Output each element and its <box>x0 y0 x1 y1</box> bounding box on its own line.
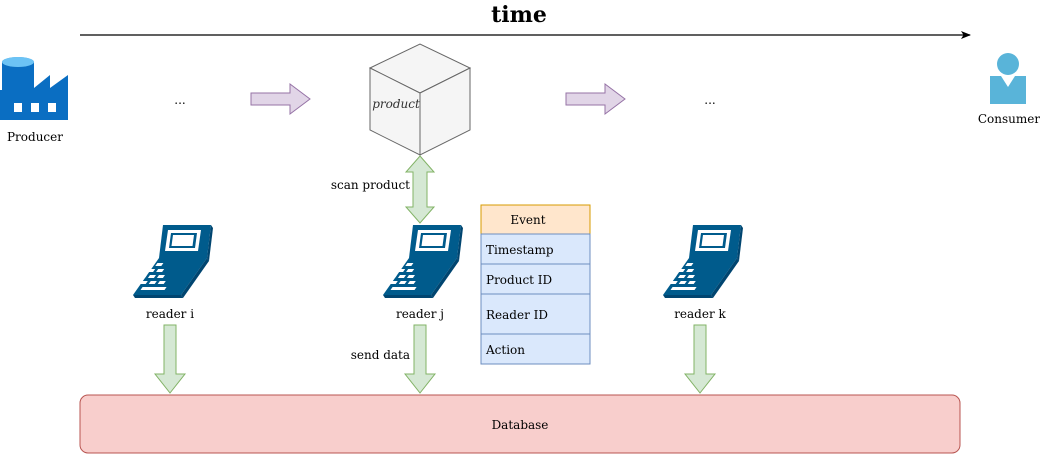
reader-j-send-arrow <box>403 324 437 394</box>
database-label: Database <box>492 418 549 432</box>
event-table <box>480 204 591 365</box>
reader-j-label: reader j <box>396 307 444 321</box>
event-field-reader-id: Reader ID <box>486 308 548 322</box>
producer-label: Producer <box>7 130 63 144</box>
flow-arrow-left <box>250 83 311 115</box>
right-ellipsis: ... <box>704 93 715 107</box>
factory-icon <box>0 57 68 120</box>
event-field-product-id: Product ID <box>486 273 552 287</box>
user-icon <box>990 53 1026 104</box>
reader-i-label: reader i <box>146 307 194 321</box>
product-label: product <box>372 97 420 111</box>
left-ellipsis: ... <box>174 93 185 107</box>
scan-product-label: scan product <box>331 178 410 192</box>
consumer-label: Consumer <box>978 112 1040 126</box>
flow-arrow-right <box>565 83 626 115</box>
reader-k-label: reader k <box>674 307 726 321</box>
event-field-timestamp: Timestamp <box>486 243 554 257</box>
database-box <box>79 394 961 454</box>
scan-double-arrow <box>404 155 436 224</box>
reader-i-send-arrow <box>153 324 187 394</box>
time-title: time <box>491 2 547 28</box>
event-field-action: Action <box>485 343 525 357</box>
handheld-scanner-icon <box>383 225 463 298</box>
product-cube <box>368 43 472 156</box>
reader-k-send-arrow <box>683 324 717 394</box>
handheld-scanner-icon <box>133 225 213 298</box>
event-header: Event <box>510 213 545 227</box>
send-data-label: send data <box>351 348 410 362</box>
handheld-scanner-icon <box>663 225 743 298</box>
